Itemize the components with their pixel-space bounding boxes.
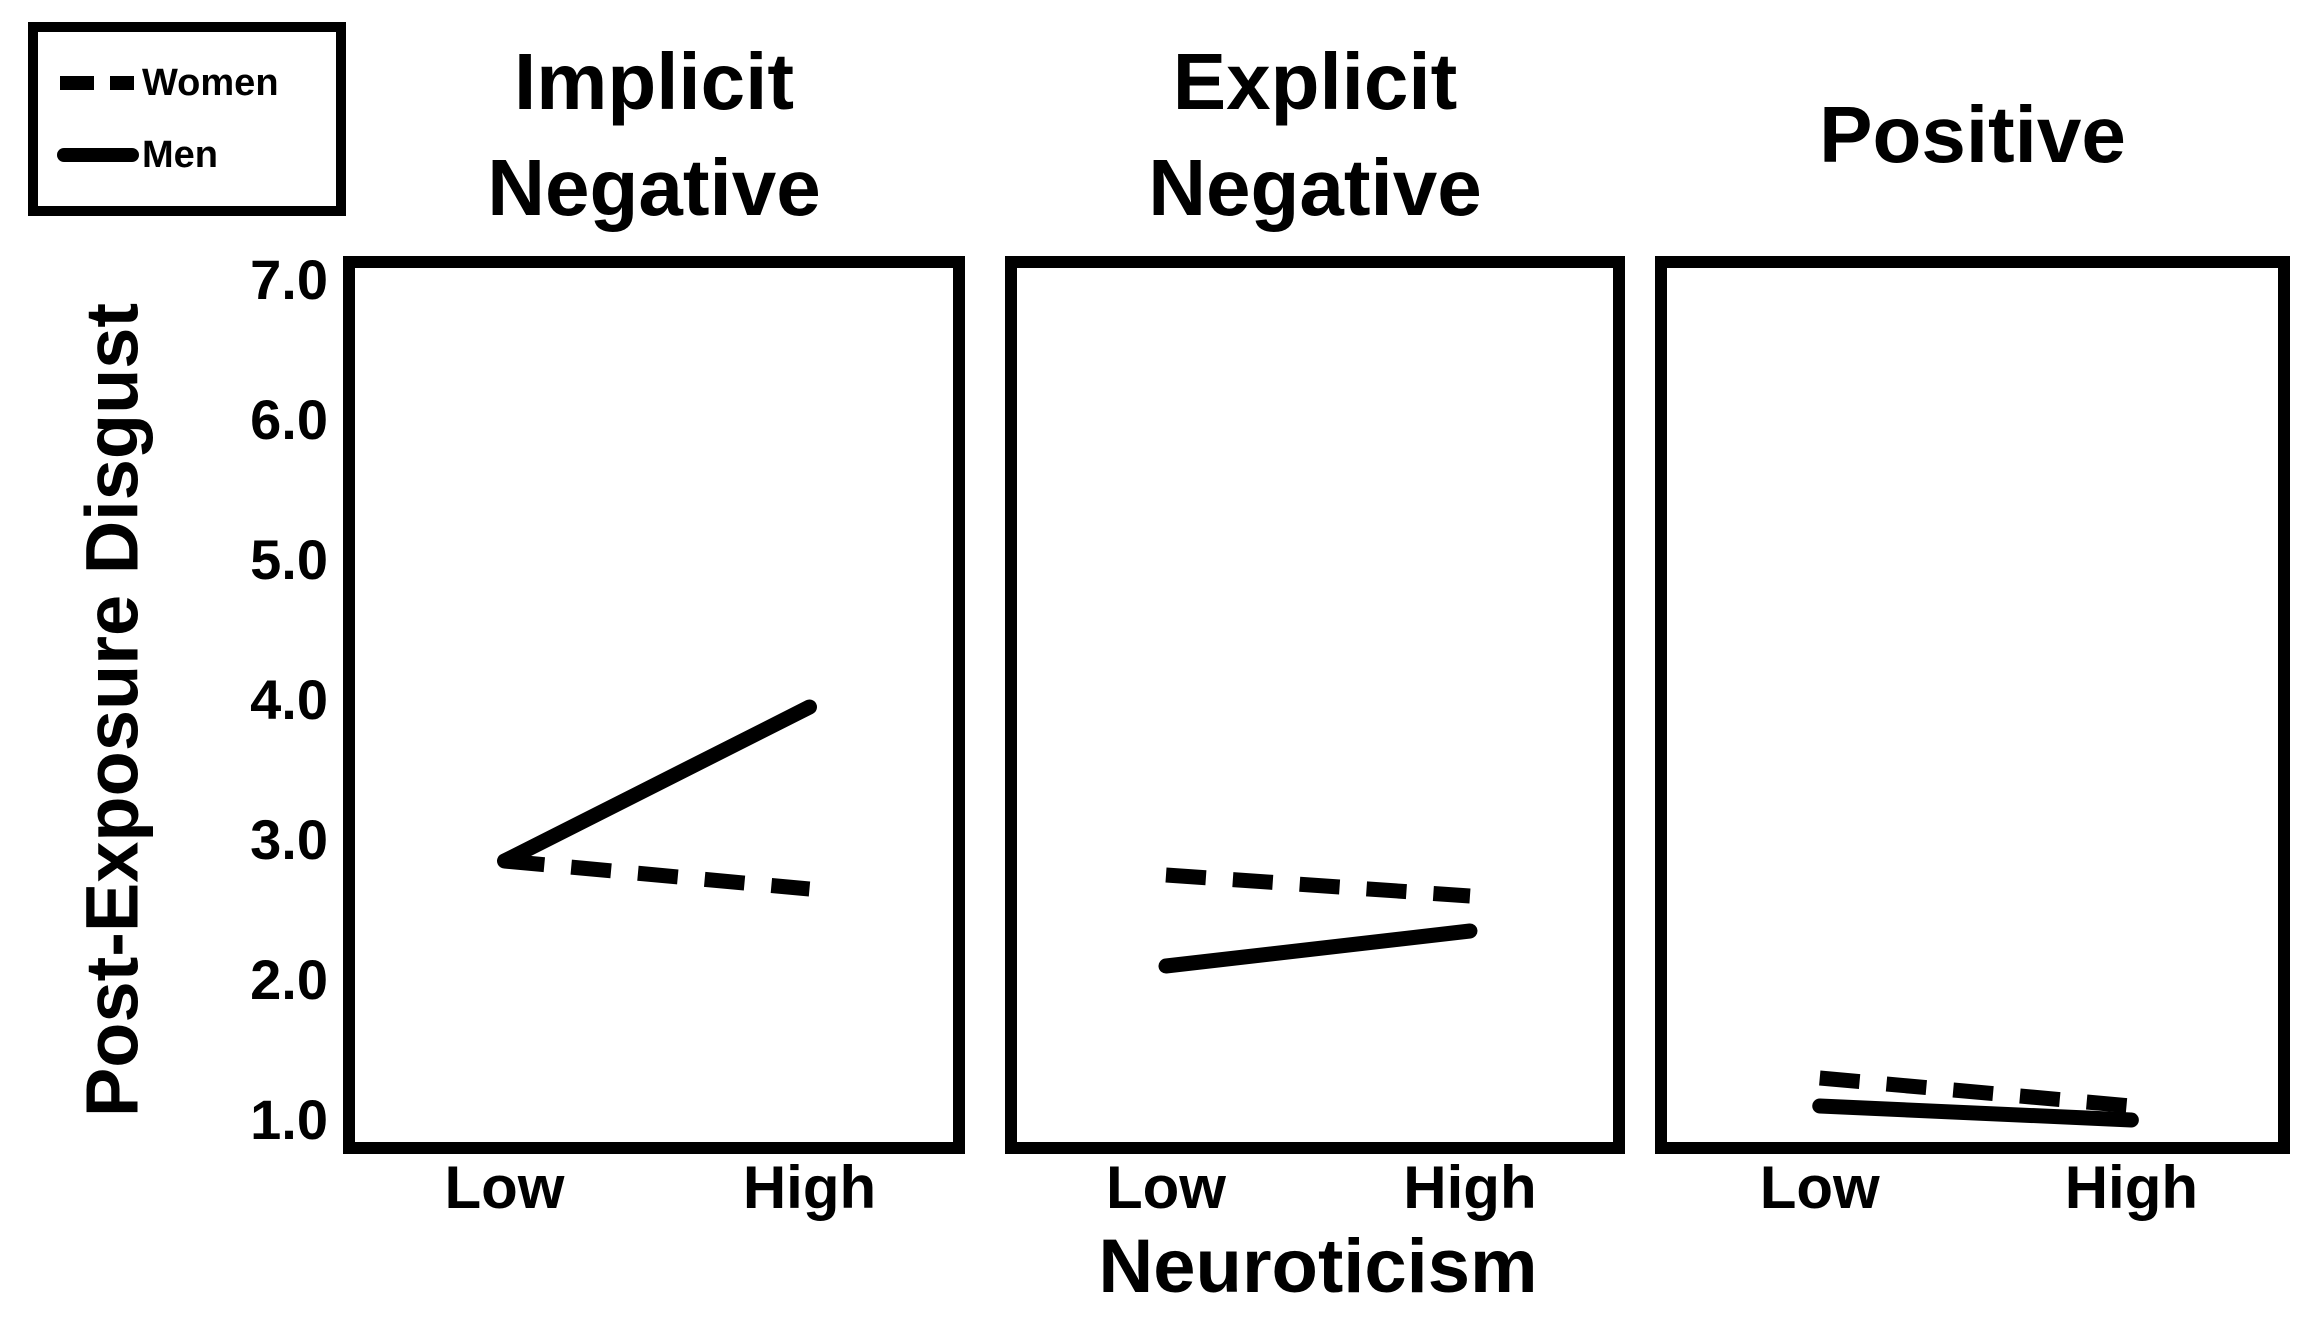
y-tick-label: 7.0: [250, 248, 328, 311]
panel-title-line: Positive: [1819, 90, 2126, 179]
x-tick-label-low: Low: [1759, 1154, 1880, 1221]
x-tick-label-low: Low: [444, 1154, 565, 1221]
series-line-men: [497, 699, 817, 869]
legend-item-women: Women: [56, 63, 336, 103]
y-tick-label: 5.0: [250, 528, 328, 591]
panel-title-implicit-negative: Implicit Negative: [343, 16, 965, 254]
series-line-women: [503, 853, 811, 897]
series-line-men: [1158, 923, 1478, 974]
panel-title-explicit-negative: Explicit Negative: [1005, 16, 1625, 254]
panel-title-line: Negative: [487, 143, 821, 232]
panel-title-line: Explicit: [1172, 37, 1458, 126]
panel-implicit-negative: [343, 256, 965, 1154]
series-line-men: [1812, 1098, 2139, 1128]
x-tick-label-high: High: [742, 1154, 877, 1221]
series-line-women: [1819, 1070, 2133, 1114]
panel-positive: [1655, 256, 2290, 1154]
legend-item-men: Men: [56, 135, 336, 175]
implicit-negative-plot: [497, 699, 817, 897]
series-line-women: [1165, 867, 1471, 904]
y-tick-label: 2.0: [250, 948, 328, 1011]
y-tick-label: 3.0: [250, 808, 328, 871]
panel-explicit-negative: [1005, 256, 1625, 1154]
positive-plot: [1812, 1070, 2139, 1128]
legend: Women Men: [28, 22, 346, 216]
panel-title-positive: Positive: [1655, 16, 2290, 254]
legend-label-women: Women: [142, 62, 279, 105]
dashed-line-icon: [60, 76, 138, 91]
explicit-negative-plot: [1158, 867, 1478, 974]
x-axis-title: Neuroticism: [1098, 1224, 1538, 1309]
x-tick-label-high: High: [1403, 1154, 1537, 1221]
legend-label-men: Men: [142, 133, 218, 176]
y-tick-label: 1.0: [250, 1088, 328, 1151]
panel-title-line: Implicit: [513, 37, 795, 126]
panel-title-line: Negative: [1148, 143, 1482, 232]
y-tick-label: 6.0: [250, 388, 328, 451]
x-tick-label-low: Low: [1106, 1154, 1226, 1221]
x-tick-label-high: High: [2064, 1154, 2199, 1221]
solid-line-icon: [57, 147, 139, 162]
y-tick-label: 4.0: [250, 668, 328, 731]
